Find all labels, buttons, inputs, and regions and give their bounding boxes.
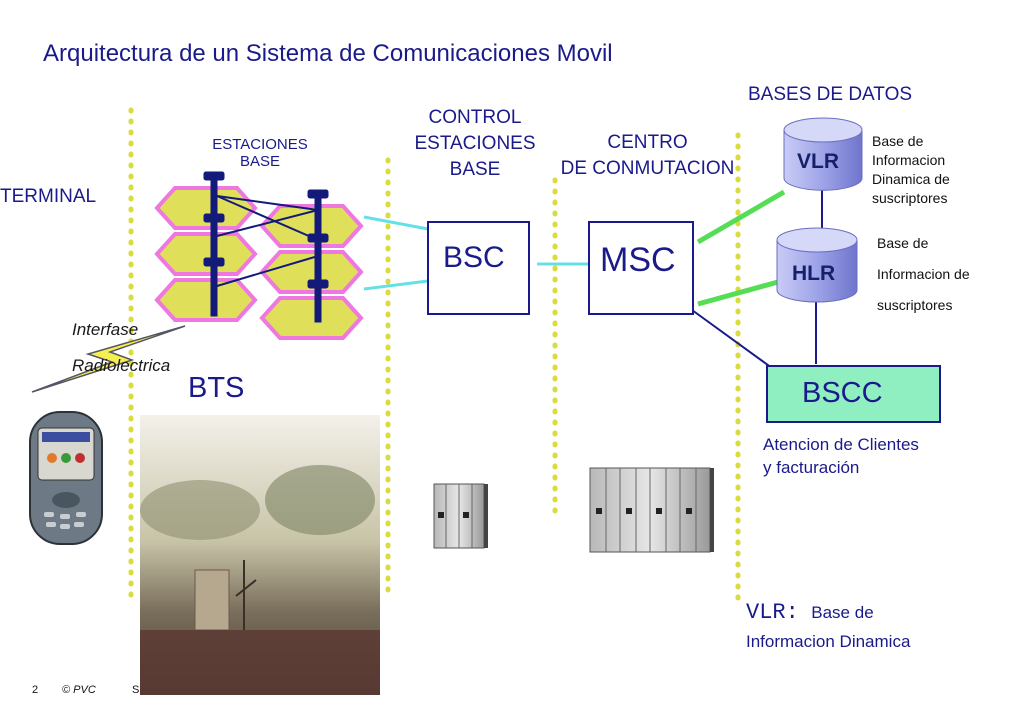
msc-cabinet-icon — [589, 467, 714, 553]
estaciones-base-label: ESTACIONES BASE — [212, 136, 308, 170]
terminal-label: TERMINAL — [0, 186, 97, 207]
hlr-label: HLR — [792, 262, 836, 285]
cell-hexagons — [154, 186, 364, 340]
lightning-icon — [31, 325, 186, 393]
vlr-description: Base de Informacion Dinamica de suscript… — [872, 133, 950, 206]
interfase-label: Interfase Radiolectrica — [72, 320, 171, 375]
vlr-note: VLR: Base de — [746, 600, 874, 625]
control-estaciones-base-label: CONTROL ESTACIONES BASE — [414, 107, 536, 180]
antenna-icons — [203, 171, 329, 323]
bsc-box: BSC — [427, 221, 530, 315]
bts-label: BTS — [188, 372, 245, 404]
page-number: 2 — [32, 684, 39, 696]
bscc-label: BSCC — [802, 377, 883, 409]
vlr-note-term: VLR: — [746, 600, 799, 625]
bscc-description: Atencion de Clientes y facturación — [763, 435, 919, 477]
separator-lines — [128, 107, 741, 603]
footer-letter: S — [132, 684, 140, 696]
link-lines — [363, 189, 823, 369]
bsc-label: BSC — [443, 241, 505, 274]
centro-conmutacion-label: CENTRO DE CONMUTACION — [560, 132, 735, 179]
bscc-box: BSCC — [766, 365, 941, 423]
bsc-cabinet-icon — [433, 483, 488, 549]
page-title: Arquitectura de un Sistema de Comunicaci… — [43, 40, 613, 67]
msc-box: MSC — [588, 221, 694, 315]
vlr-note-line2: Informacion Dinamica — [746, 632, 911, 651]
mobile-phone-icon — [29, 411, 103, 545]
msc-label: MSC — [600, 241, 676, 279]
hlr-database — [776, 227, 858, 303]
hlr-description: Base de Informacion de suscriptores — [877, 235, 970, 313]
bts-tower-photo — [140, 415, 380, 695]
bases-de-datos-label: BASES DE DATOS — [748, 84, 913, 105]
vlr-label: VLR — [797, 150, 839, 173]
vlr-database — [783, 117, 863, 191]
copyright: © PVC — [62, 684, 96, 696]
vlr-note-text: Base de — [811, 603, 874, 622]
